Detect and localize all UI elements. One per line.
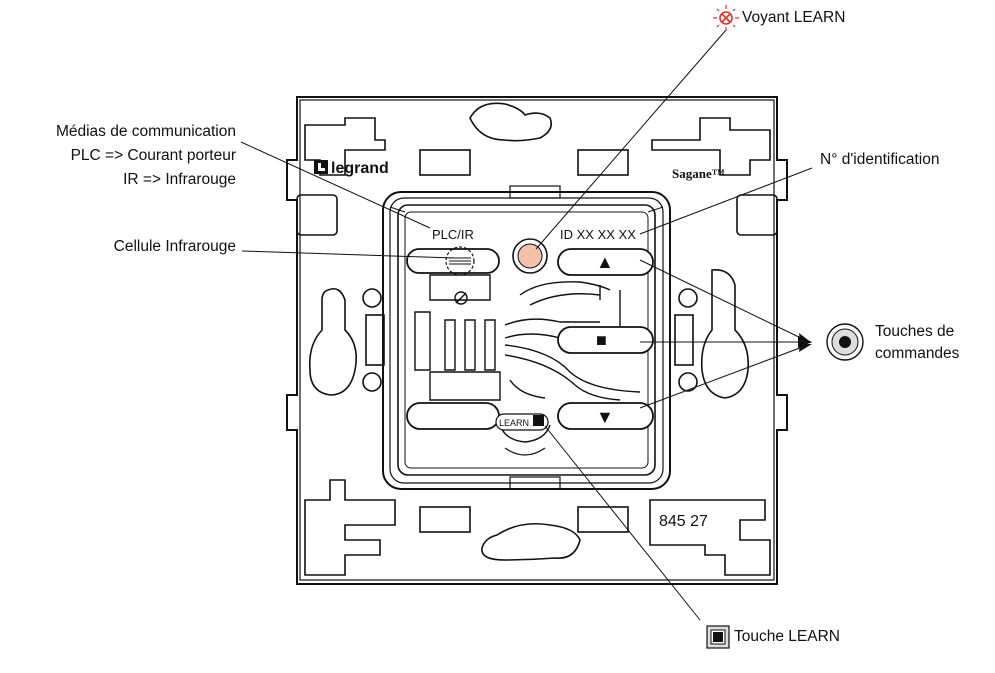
legrand-logo: legrand [314, 160, 389, 177]
learn-key-icon [706, 625, 730, 649]
learn-key[interactable] [495, 413, 551, 456]
medias-line1: Médias de communication [55, 123, 236, 140]
button-stop[interactable] [557, 326, 654, 354]
mounting-frame [286, 96, 788, 585]
mechanism-body [382, 185, 671, 490]
frame-cutouts [296, 102, 778, 576]
plc-ir-label: PLC/IR [432, 227, 474, 242]
down-arrow-icon: ▼ [596, 407, 614, 427]
stop-square-icon: ■ [596, 330, 607, 350]
command-button-icon [826, 323, 864, 361]
touches-line2: commandes [875, 345, 960, 362]
button-left-lower [406, 402, 500, 430]
learn-key-text: LEARN [499, 418, 529, 428]
button-up[interactable] [557, 248, 654, 276]
medias-line2: PLC => Courant porteur [70, 147, 236, 164]
brand-text: legrand [331, 160, 389, 177]
internal-linkage [414, 274, 641, 401]
leader-lines [240, 29, 813, 621]
reference-text: 845 27 [659, 513, 708, 530]
cellule-ir-label: Cellule Infrarouge [113, 238, 236, 255]
id-label: ID XX XX XX [560, 227, 636, 242]
up-arrow-icon: ▲ [596, 252, 614, 272]
blinking-led-icon [713, 5, 739, 31]
touches-line1: Touches de [875, 323, 955, 340]
voyant-learn-label: Voyant LEARN [742, 9, 846, 26]
button-down[interactable] [557, 402, 654, 430]
button-plc-ir [406, 246, 500, 276]
touche-learn-label: Touche LEARN [734, 628, 840, 645]
identification-label: N° d'identification [820, 151, 940, 168]
arrowheads [798, 333, 812, 352]
series-text: Sagane™ [672, 166, 725, 181]
led-learn [512, 238, 548, 274]
medias-line3: IR => Infrarouge [123, 171, 236, 188]
